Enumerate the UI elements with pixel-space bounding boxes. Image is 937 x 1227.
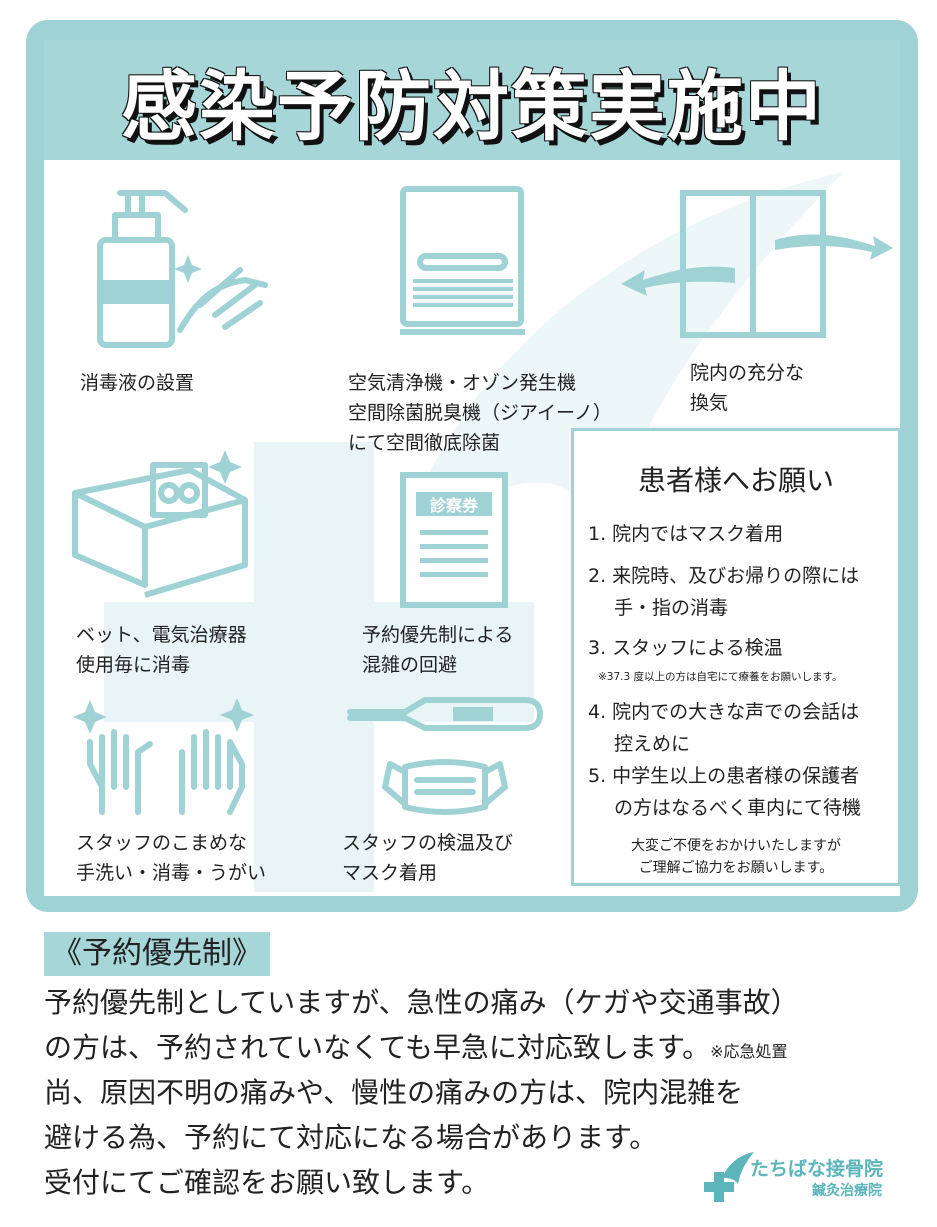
ventilation-label: 院内の充分な 換気 — [690, 362, 805, 414]
clinic-logo: たちばな接骨院 鍼灸治療院 — [704, 1150, 914, 1204]
policy-line: 尚、原因不明の痛みや、慢性の痛みの方は、院内混雑を — [44, 1076, 744, 1109]
policy-heading: 《予約優先制》 — [44, 932, 270, 976]
handwash-hands-icon — [73, 698, 254, 815]
notice-item: の方はなるべく車内にて待機 — [614, 797, 862, 819]
notice-item: 3. スタッフによる検温 — [588, 637, 783, 659]
treatment-bed-icon — [72, 450, 248, 598]
temperature-mask-label: スタッフの検温及び マスク着用 — [342, 832, 514, 884]
notice-title: 患者様へお願い — [637, 464, 834, 497]
page-title: 感染予防対策実施中 — [121, 62, 823, 151]
air-purifier-label: 空気清浄機・オゾン発生機 空間除菌脱臭機（ジアイーノ） にて空間徹底除菌 — [348, 372, 612, 454]
notice-item: 5. 中学生以上の患者様の保護者 — [588, 765, 860, 787]
temperature-note: ※37.3 度以上の方は自宅にて療養をお願いします。 — [598, 671, 843, 683]
policy-line: の方は、予約されていなくても早急に対応致します。※応急処置 — [44, 1031, 788, 1064]
thermometer-mask-icon — [347, 697, 543, 815]
policy-line: 避ける為、予約にて対応になる場合があります。 — [44, 1121, 658, 1154]
clinic-name: たちばな接骨院 — [750, 1158, 884, 1180]
title-bar — [44, 40, 900, 160]
patient-notice-box: 患者様へお願い 1. 院内ではマスク着用 2. 来院時、及びお帰りの際には 手・… — [571, 428, 901, 886]
sanitizer-bottle-icon — [97, 190, 268, 348]
notice-footer-line: 大変ご不便をおかけいたしますが — [631, 838, 841, 854]
background-cross-decoration — [104, 172, 844, 892]
notice-item: 4. 院内での大きな声での会話は — [588, 701, 860, 723]
notice-item: 手・指の消毒 — [614, 597, 729, 619]
clinic-subtitle: 鍼灸治療院 — [812, 1183, 882, 1199]
patient-card-label: 診察券 — [429, 496, 478, 515]
handwash-label: スタッフのこまめな 手洗い・消毒・うがい — [76, 832, 267, 884]
policy-line: 予約優先制としていますが、急性の痛み（ケガや交通事故） — [44, 986, 799, 1019]
policy-line: 受付にてご確認をお願い致します。 — [44, 1166, 490, 1199]
bed-label: ベット、電気治療器 使用毎に消毒 — [76, 624, 247, 676]
window-ventilation-icon — [621, 190, 893, 338]
air-purifier-icon — [400, 186, 525, 335]
notice-item: 控えめに — [614, 733, 691, 755]
notice-item: 2. 来院時、及びお帰りの際には — [588, 565, 860, 587]
notice-item: 1. 院内ではマスク着用 — [588, 523, 784, 545]
clinic-cross-leaf-icon — [704, 1152, 754, 1202]
first-aid-note: ※応急処置 — [710, 1042, 788, 1061]
sanitizer-label: 消毒液の設置 — [80, 372, 195, 394]
patient-card-icon — [400, 472, 508, 608]
reservation-label: 予約優先制による 混雑の回避 — [362, 624, 514, 676]
notice-footer-line: ご理解ご協力をお願いします。 — [638, 860, 834, 876]
